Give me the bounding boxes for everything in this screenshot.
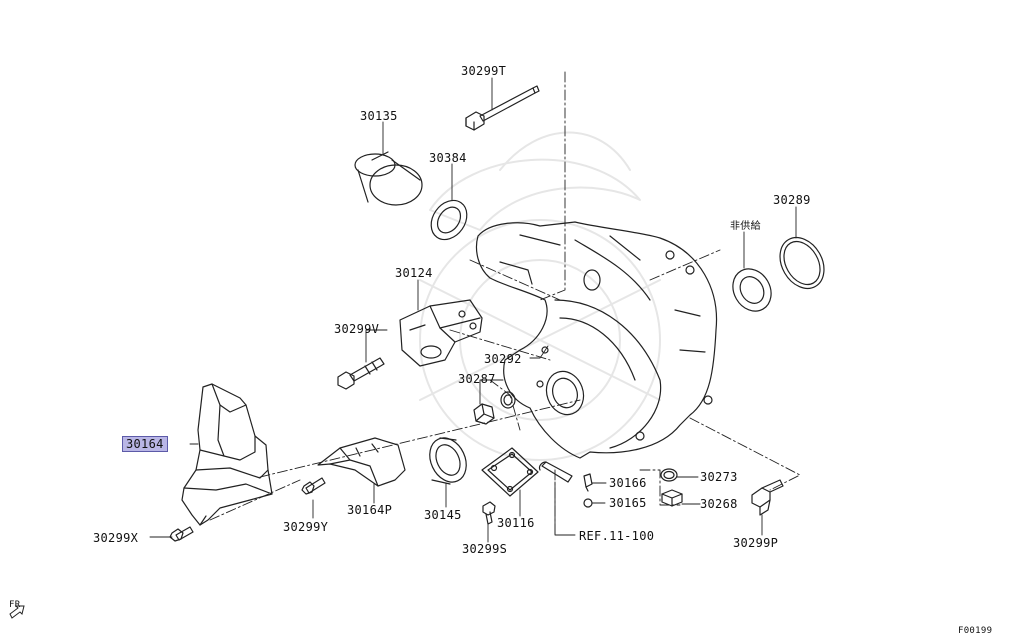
- label-30135[interactable]: 30135: [360, 109, 398, 123]
- part-30166-clip[interactable]: [583, 473, 593, 492]
- label-30273[interactable]: 30273: [700, 470, 738, 484]
- part-30164p-shield[interactable]: [317, 437, 406, 487]
- label-30384[interactable]: 30384: [429, 151, 467, 165]
- figure-code: F00199: [958, 626, 993, 636]
- label-30124[interactable]: 30124: [395, 266, 433, 280]
- part-non-supply-seal[interactable]: [725, 262, 778, 318]
- label-30289[interactable]: 30289: [773, 193, 811, 207]
- part-30135-sleeve[interactable]: [354, 151, 423, 206]
- part-30124-bracket[interactable]: [399, 299, 483, 367]
- label-30166[interactable]: 30166: [609, 476, 647, 490]
- part-30384-seal[interactable]: [424, 194, 474, 247]
- part-30145-seal[interactable]: [423, 432, 473, 488]
- part-30299v-bolt[interactable]: [337, 357, 385, 390]
- part-30273-washer[interactable]: [660, 468, 678, 482]
- part-30287-plug[interactable]: [473, 403, 495, 425]
- label-ref-11-100[interactable]: REF.11-100: [579, 529, 655, 543]
- part-30165-plug[interactable]: [583, 498, 593, 508]
- label-30299v[interactable]: 30299V: [334, 322, 380, 336]
- label-30299p[interactable]: 30299P: [733, 536, 779, 550]
- part-30289-o-ring[interactable]: [771, 230, 833, 297]
- label-30165[interactable]: 30165: [609, 496, 647, 510]
- label-30299t[interactable]: 30299T: [461, 64, 507, 78]
- part-30164-cover[interactable]: [181, 383, 273, 526]
- transmission-case: [475, 221, 718, 459]
- part-30299y-bolt[interactable]: [301, 477, 326, 495]
- label-30164-highlighted[interactable]: 30164: [122, 436, 168, 452]
- label-30268[interactable]: 30268: [700, 497, 738, 511]
- label-30299x[interactable]: 30299X: [93, 531, 139, 545]
- part-30268-nut[interactable]: [661, 489, 683, 507]
- label-30287[interactable]: 30287: [458, 372, 496, 386]
- label-non-supply[interactable]: 非供給: [730, 221, 761, 232]
- part-30299p-bolt[interactable]: [751, 479, 784, 516]
- leader-lines: [149, 77, 797, 543]
- label-30292[interactable]: 30292: [484, 352, 522, 366]
- watermark-crest: [419, 131, 661, 461]
- label-30145[interactable]: 30145: [424, 508, 462, 522]
- front-arrow-icon: [9, 605, 25, 619]
- label-30164p[interactable]: 30164P: [347, 503, 393, 517]
- label-30299y[interactable]: 30299Y: [283, 520, 329, 534]
- part-30116-plate[interactable]: [481, 447, 539, 497]
- label-30299s[interactable]: 30299S: [462, 542, 508, 556]
- part-ref-shaft[interactable]: [538, 461, 573, 483]
- part-30299s-bolt[interactable]: [482, 501, 496, 525]
- center-lines: [209, 71, 801, 536]
- front-marker-label: FR: [9, 600, 21, 610]
- label-30116[interactable]: 30116: [497, 516, 535, 530]
- part-30292-ring[interactable]: [500, 391, 516, 409]
- part-30299t-bolt[interactable]: [465, 85, 540, 131]
- part-30299x-bolt[interactable]: [169, 526, 194, 542]
